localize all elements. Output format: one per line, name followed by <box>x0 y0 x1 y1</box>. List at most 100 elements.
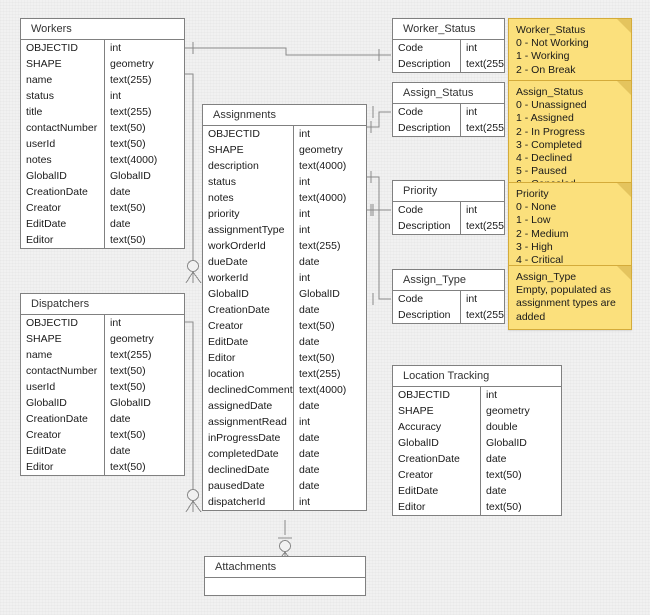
attribute-type: int <box>466 204 478 216</box>
attribute-type <box>285 578 365 595</box>
attribute-name: contactNumber <box>21 363 105 379</box>
attribute-name: declinedDate <box>203 462 294 478</box>
note-line: 3 - Completed <box>516 138 582 151</box>
circle-zero-dispatchers-assignments <box>187 489 199 501</box>
attribute-name: Accuracy <box>393 419 481 435</box>
note-assign-status[interactable]: Assign_Status 0 - Unassigned 1 - Assigne… <box>508 80 632 198</box>
attribute-name: inProgressDate <box>203 430 294 446</box>
attribute-type: text(50) <box>486 469 522 481</box>
attribute-name: Code <box>393 202 461 218</box>
attribute-name: OBJECTID <box>21 40 105 56</box>
attribute-name: assignmentType <box>203 222 294 238</box>
attribute-type: int <box>110 42 122 54</box>
attribute-name: EditDate <box>21 216 105 232</box>
attribute-type: text(50) <box>110 365 146 377</box>
note-assign-type[interactable]: Assign_Type Empty, populated as assignme… <box>508 265 632 330</box>
attribute-type: text(255) <box>299 368 341 380</box>
entity-attachments[interactable]: Attachments <box>204 556 366 596</box>
attribute-name: Editor <box>393 499 481 515</box>
attribute-name <box>205 578 285 595</box>
circle-zero-workers-assignments <box>187 260 199 272</box>
note-title: Assign_Type <box>516 271 577 283</box>
line-workers-to-assignments <box>185 73 194 262</box>
attribute-name: notes <box>21 152 105 168</box>
attribute-type: date <box>299 480 320 492</box>
note-worker-status[interactable]: Worker_Status 0 - Not Working 1 - Workin… <box>508 18 632 83</box>
attribute-name: priority <box>203 206 294 222</box>
attribute-name: assignmentRead <box>203 414 294 430</box>
note-line: 1 - Assigned <box>516 112 574 125</box>
attribute-type: int <box>466 293 478 305</box>
note-priority[interactable]: Priority 0 - None 1 - Low 2 - Medium 3 -… <box>508 182 632 274</box>
attribute-type: int <box>299 272 311 284</box>
attribute-name: SHAPE <box>21 56 105 72</box>
entity-title-assign-type: Assign_Type <box>393 270 504 291</box>
attribute-name: dispatcherId <box>203 494 294 510</box>
note-line: Empty, populated as <box>516 284 611 297</box>
attribute-type: date <box>299 400 320 412</box>
entity-title-assignments: Assignments <box>203 105 366 126</box>
note-line: 3 - High <box>516 240 553 253</box>
note-line: 0 - Unassigned <box>516 99 587 112</box>
attribute-type: int <box>299 128 311 140</box>
attribute-type: date <box>110 445 131 457</box>
note-line: 0 - Not Working <box>516 37 589 50</box>
attribute-type: text(4000) <box>110 154 158 166</box>
attribute-type: date <box>110 186 131 198</box>
attribute-name: GlobalID <box>203 286 294 302</box>
note-title: Assign_Status <box>516 86 584 98</box>
attribute-type: text(50) <box>110 138 146 150</box>
attribute-type: date <box>299 464 320 476</box>
attribute-name: GlobalID <box>393 435 481 451</box>
attribute-name: EditDate <box>21 443 105 459</box>
attribute-row: EditDate date <box>21 443 184 459</box>
note-title: Priority <box>516 188 549 200</box>
attribute-type: date <box>299 304 320 316</box>
attribute-name: status <box>203 174 294 190</box>
attribute-name: notes <box>203 190 294 206</box>
attribute-name: SHAPE <box>203 142 294 158</box>
attribute-name: Description <box>393 218 461 234</box>
attribute-name: Code <box>393 40 461 56</box>
attribute-name: workOrderId <box>203 238 294 254</box>
attribute-type: date <box>299 336 320 348</box>
attribute-name: Code <box>393 291 461 307</box>
note-line: 0 - None <box>516 201 557 214</box>
attribute-name: OBJECTID <box>393 387 481 403</box>
attribute-type: text(255) <box>466 309 504 321</box>
attribute-type: date <box>110 218 131 230</box>
note-line: 4 - Declined <box>516 152 573 165</box>
note-line: assignment types are added <box>516 297 616 323</box>
